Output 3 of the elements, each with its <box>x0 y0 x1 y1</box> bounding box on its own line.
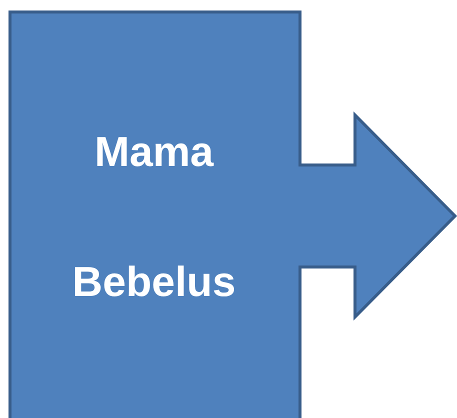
shape-label: Bebelus <box>71 258 237 306</box>
arrow-callout-shape <box>8 10 457 418</box>
shape-label: Mama <box>93 128 215 176</box>
